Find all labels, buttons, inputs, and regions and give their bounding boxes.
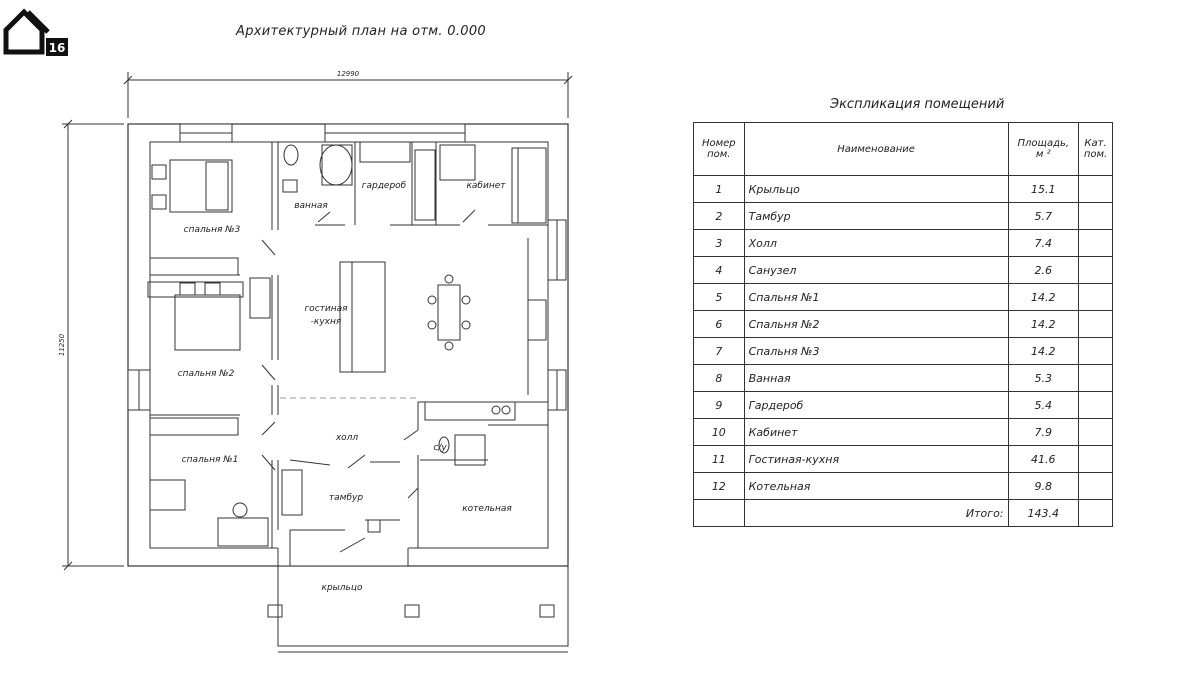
- row-cat: [1078, 229, 1113, 257]
- row-cat: [1078, 175, 1113, 203]
- row-num: 4: [693, 256, 745, 284]
- row-name: Санузел: [743, 256, 1009, 284]
- total-label: Итого:: [743, 499, 1009, 527]
- row-num: 10: [693, 418, 745, 446]
- row-name: Гостиная-кухня: [743, 445, 1009, 473]
- room-label-bathroom: ванная: [294, 201, 328, 211]
- row-cat: [1078, 391, 1113, 419]
- row-cat: [1078, 472, 1113, 500]
- row-cat: [1078, 310, 1113, 338]
- room-label-porch: крыльцо: [322, 583, 363, 593]
- row-num: 5: [693, 283, 745, 311]
- dim-width-label: 12990: [337, 70, 360, 78]
- room-label-vestibule: тамбур: [329, 493, 363, 503]
- dim-height-label: 11250: [58, 333, 66, 356]
- row-name: Крыльцо: [743, 175, 1009, 203]
- explication-title: Экспликация помещений: [830, 97, 1005, 112]
- header-cat: Кат. пом.: [1078, 122, 1113, 176]
- header-num: Номер пом.: [693, 122, 745, 176]
- room-label-living: гостиная: [304, 304, 348, 314]
- row-name: Гардероб: [743, 391, 1009, 419]
- row-num: 12: [693, 472, 745, 500]
- explication-table: Номер пом. Наименование Площадь, м ² Кат…: [693, 122, 1113, 527]
- header-name: Наименование: [743, 122, 1009, 176]
- row-area: 2.6: [1007, 256, 1080, 284]
- room-label-office: кабинет: [466, 181, 506, 191]
- row-num: 2: [693, 202, 745, 230]
- total-empty: [693, 499, 745, 527]
- row-area: 7.9: [1007, 418, 1080, 446]
- row-cat: [1078, 445, 1113, 473]
- row-area: 5.4: [1007, 391, 1080, 419]
- room-label-hall: холл: [335, 433, 359, 443]
- row-cat: [1078, 283, 1113, 311]
- row-name: Спальня №3: [743, 337, 1009, 365]
- row-area: 5.7: [1007, 202, 1080, 230]
- row-area: 14.2: [1007, 283, 1080, 311]
- row-num: 11: [693, 445, 745, 473]
- row-name: Спальня №2: [743, 310, 1009, 338]
- row-name: Холл: [743, 229, 1009, 257]
- total-value: 143.4: [1007, 499, 1080, 527]
- row-num: 9: [693, 391, 745, 419]
- row-area: 9.8: [1007, 472, 1080, 500]
- row-area: 14.2: [1007, 310, 1080, 338]
- room-label-boiler: котельная: [462, 504, 512, 514]
- room-label-living-kitchen: -кухня: [311, 317, 342, 327]
- room-label-bedroom3: спальня №3: [184, 225, 241, 235]
- room-label-bedroom2: спальня №2: [178, 369, 235, 379]
- row-num: 8: [693, 364, 745, 392]
- row-area: 5.3: [1007, 364, 1080, 392]
- room-label-wardrobe: гардероб: [362, 181, 407, 191]
- row-num: 7: [693, 337, 745, 365]
- table-total-row: Итого: 143.4: [693, 499, 1113, 527]
- row-cat: [1078, 418, 1113, 446]
- row-name: Ванная: [743, 364, 1009, 392]
- room-label-wc: с/у: [433, 443, 447, 453]
- room-label-bedroom1: спальня №1: [182, 455, 239, 465]
- row-area: 15.1: [1007, 175, 1080, 203]
- row-area: 7.4: [1007, 229, 1080, 257]
- row-name: Котельная: [743, 472, 1009, 500]
- row-area: 14.2: [1007, 337, 1080, 365]
- row-area: 41.6: [1007, 445, 1080, 473]
- row-name: Тамбур: [743, 202, 1009, 230]
- row-num: 1: [693, 175, 745, 203]
- row-cat: [1078, 337, 1113, 365]
- logo-number: 16: [49, 41, 66, 55]
- plan-title: Архитектурный план на отм. 0.000: [236, 24, 486, 39]
- row-name: Спальня №1: [743, 283, 1009, 311]
- row-cat: [1078, 202, 1113, 230]
- row-name: Кабинет: [743, 418, 1009, 446]
- table-header-row: Номер пом. Наименование Площадь, м ² Кат…: [693, 122, 1113, 176]
- logo-house-icon: 16: [3, 8, 68, 56]
- row-cat: [1078, 256, 1113, 284]
- floor-plan: 12990 11250 спальня №3 ванная гардероб к…: [58, 70, 573, 653]
- header-area: Площадь, м ²: [1007, 122, 1080, 176]
- total-cat: [1078, 499, 1113, 527]
- row-num: 6: [693, 310, 745, 338]
- row-cat: [1078, 364, 1113, 392]
- row-num: 3: [693, 229, 745, 257]
